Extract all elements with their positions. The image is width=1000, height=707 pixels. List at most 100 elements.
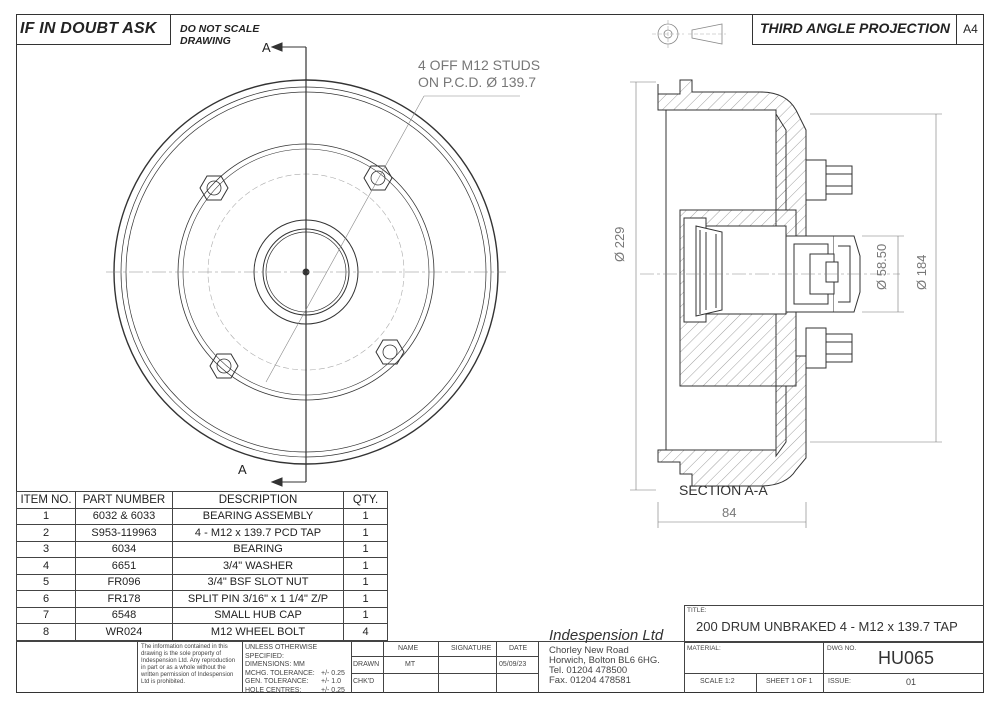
header-divider — [16, 44, 171, 45]
company-phone: Tel. 01204 478500 — [549, 665, 628, 676]
bom-desc: 3/4" WASHER — [172, 557, 344, 575]
hole-tolerance-value: +/- 0.25 — [321, 686, 345, 694]
bom-header: DESCRIPTION — [172, 491, 344, 509]
header-divider — [170, 14, 171, 45]
titleblock-divider — [823, 642, 824, 693]
signature-col-header: SIGNATURE — [451, 645, 492, 652]
bom-qty: 1 — [343, 557, 388, 575]
scale: SCALE 1:2 — [700, 678, 735, 685]
confidentiality-note: The information contained in this drawin… — [141, 644, 236, 685]
bom-item: 4 — [16, 557, 76, 575]
section-title: SECTION A-A — [679, 482, 768, 498]
titleblock-divider — [684, 673, 984, 674]
sheet-size: A4 — [956, 14, 984, 45]
titleblock-divider — [351, 641, 352, 693]
bom-part: FR096 — [75, 573, 173, 591]
dimension-flange-dia: Ø 184 — [914, 254, 929, 290]
titleblock-divider — [684, 605, 685, 693]
bom-item: 7 — [16, 606, 76, 624]
bom-part: 6651 — [75, 557, 173, 575]
company-block: Indespension Ltd Chorley New Road Horwic… — [549, 627, 663, 686]
sheet-number: SHEET 1 OF 1 — [766, 678, 813, 685]
bom-qty: 1 — [343, 540, 388, 558]
stud-note: ON P.C.D. Ø 139.7 — [418, 74, 537, 90]
bom-header: PART NUMBER — [75, 491, 173, 509]
bom-item: 8 — [16, 623, 76, 641]
front-view — [106, 42, 520, 487]
stud-note: 4 OFF M12 STUDS — [418, 57, 541, 73]
issue-number: 01 — [906, 677, 917, 687]
bom-qty: 1 — [343, 606, 388, 624]
dimension-hub-dia: Ø 58.50 — [874, 243, 889, 290]
stud-icon — [199, 165, 405, 379]
warning-label: IF IN DOUBT ASK — [20, 20, 157, 37]
bom-item: 5 — [16, 573, 76, 591]
issue-label: ISSUE: — [828, 678, 851, 685]
header-divider — [752, 14, 753, 45]
bom-desc: BEARING ASSEMBLY — [172, 507, 344, 525]
bom-desc: BEARING — [172, 540, 344, 558]
titleblock-divider — [383, 641, 384, 693]
company-name: Indespension Ltd — [549, 627, 664, 644]
tolerance-units: DIMENSIONS: MM — [245, 661, 305, 668]
mchg-tolerance-value: +/- 0.25 — [321, 669, 345, 677]
section-marker: A — [238, 462, 247, 477]
bom-part: 6032 & 6033 — [75, 507, 173, 525]
header-left: IF IN DOUBT ASK DO NOT SCALE DRAWING — [16, 14, 296, 47]
drawing-title: 200 DRUM UNBRAKED 4 - M12 x 139.7 TAP — [696, 619, 958, 634]
titleblock-divider — [684, 605, 984, 606]
bom-qty: 4 — [343, 623, 388, 641]
titleblock-divider — [438, 641, 439, 693]
drawing-number: HU065 — [878, 648, 935, 668]
bom-item: 2 — [16, 524, 76, 542]
bom-header-row: ITEM NO. PART NUMBER DESCRIPTION QTY. — [16, 491, 388, 509]
projection-label: THIRD ANGLE PROJECTION — [760, 20, 951, 36]
projection-symbol-icon — [652, 20, 726, 48]
bom-desc: SMALL HUB CAP — [172, 606, 344, 624]
company-address: Chorley New Road — [549, 645, 629, 656]
drawn-date: 05/09/23 — [499, 661, 527, 668]
bom-item: 1 — [16, 507, 76, 525]
bom-desc: 3/4" BSF SLOT NUT — [172, 573, 344, 591]
titleblock-divider — [538, 641, 539, 693]
titleblock-divider — [351, 656, 538, 657]
section-view — [630, 79, 942, 528]
company-address: Horwich, Bolton BL6 6HG. — [549, 655, 660, 666]
dwg-no-label: DWG NO. — [827, 645, 857, 652]
section-marker: A — [262, 40, 271, 55]
bom-item: 6 — [16, 590, 76, 608]
bom-qty: 1 — [343, 590, 388, 608]
name-col-header: NAME — [398, 645, 419, 652]
date-col-header: DATE — [509, 645, 528, 652]
bom-qty: 1 — [343, 524, 388, 542]
company-fax: Fax. 01204 478581 — [549, 675, 631, 686]
checked-label: CHK'D — [353, 678, 375, 685]
drawn-label: DRAWN — [353, 661, 380, 668]
bom-part: S953-119963 — [75, 524, 173, 542]
bom-part: FR178 — [75, 590, 173, 608]
bom-part: WR024 — [75, 623, 173, 641]
header-divider — [752, 44, 956, 45]
titleblock-divider — [684, 642, 984, 643]
drawing-border — [16, 14, 984, 693]
bom-qty: 1 — [343, 573, 388, 591]
titleblock-divider — [496, 641, 497, 693]
bom-desc: M12 WHEEL BOLT — [172, 623, 344, 641]
bom-part: 6034 — [75, 540, 173, 558]
hole-tolerance-label: HOLE CENTRES: — [245, 686, 302, 694]
gen-tolerance-value: +/- 1.0 — [321, 678, 342, 685]
drawn-by: MT — [405, 661, 416, 668]
titleblock-border — [16, 641, 984, 642]
bom-header: QTY. — [343, 491, 388, 509]
bom-desc: 4 - M12 x 139.7 PCD TAP — [172, 524, 344, 542]
gen-tolerance-label: GEN. TOLERANCE: — [245, 678, 309, 685]
bom-desc: SPLIT PIN 3/16" x 1 1/4" Z/P — [172, 590, 344, 608]
